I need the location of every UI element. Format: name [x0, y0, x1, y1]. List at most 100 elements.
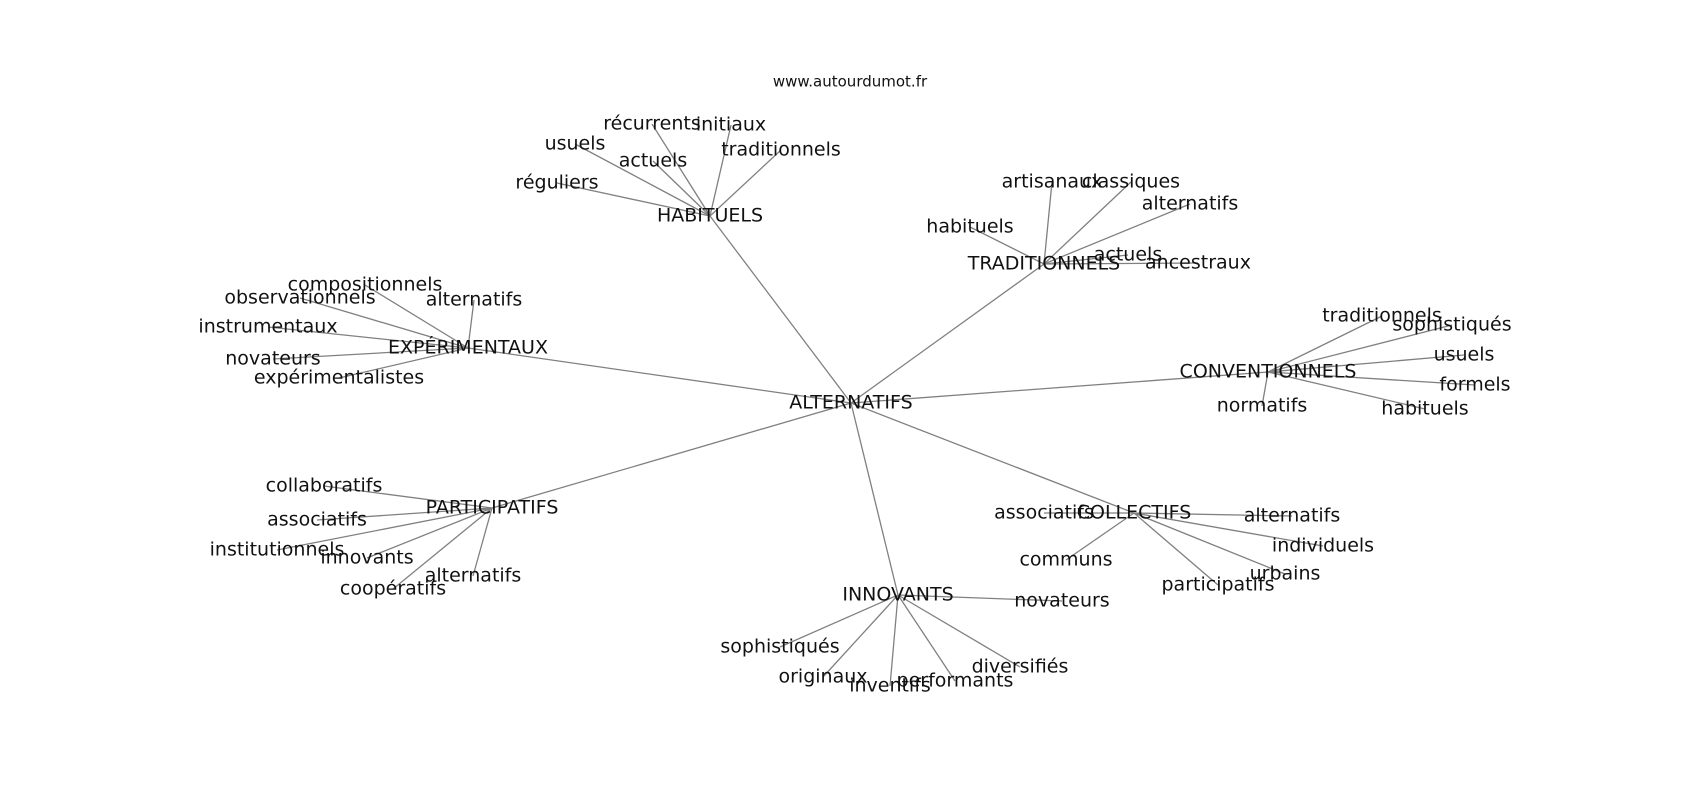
edge-hub-leaf	[1043, 181, 1132, 265]
leaf-node[interactable]: sophistiqués	[720, 636, 839, 658]
leaf-node[interactable]: diversifiés	[972, 656, 1069, 678]
leaf-node[interactable]: associatifs	[267, 509, 367, 531]
leaf-node[interactable]: inventifs	[849, 675, 931, 697]
edge-hub-leaf	[897, 594, 1063, 602]
center-node[interactable]: ALTERNATIFS	[789, 392, 912, 414]
hub-node[interactable]: EXPÉRIMENTAUX	[388, 336, 548, 359]
hub-node[interactable]: COLLECTIFS	[1077, 502, 1192, 524]
edge-hub-leaf	[1267, 324, 1453, 373]
leaf-node[interactable]: traditionnels	[721, 139, 841, 161]
leaf-node[interactable]: participatifs	[1162, 574, 1275, 596]
edge-hub-leaf	[1133, 512, 1219, 586]
edge-hub-leaf	[323, 485, 493, 509]
edge-hub-leaf	[1267, 315, 1383, 373]
leaf-node[interactable]: habituels	[1381, 398, 1468, 420]
leaf-node[interactable]: usuels	[545, 133, 606, 155]
leaf-node[interactable]: formels	[1439, 374, 1510, 396]
leaf-node[interactable]: novateurs	[1014, 590, 1109, 612]
leaf-node[interactable]: compositionnels	[288, 274, 443, 296]
edge-hub-leaf	[338, 347, 469, 379]
leaf-node[interactable]: récurrents	[603, 113, 701, 135]
leaf-node[interactable]: urbains	[1250, 563, 1321, 585]
leaf-node[interactable]: performants	[897, 670, 1014, 692]
leaf-node[interactable]: sophistiqués	[1392, 314, 1511, 336]
graph-labels: www.autourdumot.fr ALTERNATIFS HABITUELS r…	[198, 73, 1511, 697]
leaf-node[interactable]: ancestraux	[1145, 252, 1251, 274]
leaf-node[interactable]: innovants	[320, 547, 413, 569]
leaf-node[interactable]: originaux	[778, 666, 867, 688]
edge-hub-leaf	[276, 507, 493, 551]
leaf-node[interactable]: alternatifs	[426, 289, 523, 311]
leaf-node[interactable]: associatifs	[994, 502, 1094, 524]
edge-hub-leaf	[709, 149, 782, 217]
leaf-node[interactable]: expérimentalistes	[254, 367, 424, 389]
edge-center-hub	[491, 402, 852, 509]
edge-hub-leaf	[1065, 512, 1135, 561]
edge-hub-leaf	[1133, 512, 1293, 517]
edge-hub-leaf	[467, 299, 475, 349]
site-url[interactable]: www.autourdumot.fr	[773, 73, 928, 91]
leaf-node[interactable]: artisanaux	[1002, 171, 1103, 193]
leaf-node[interactable]: communs	[1019, 549, 1112, 571]
leaf-node[interactable]: instrumentaux	[198, 316, 337, 338]
edge-hub-leaf	[1267, 371, 1426, 410]
leaf-node[interactable]: actuels	[1094, 244, 1162, 266]
hub-node[interactable]: TRADITIONNELS	[967, 253, 1121, 275]
hub-node[interactable]: PARTICIPATIFS	[426, 497, 559, 519]
edge-hub-leaf	[316, 507, 493, 521]
edge-hub-leaf	[574, 143, 711, 217]
edge-center-hub	[850, 402, 1135, 514]
leaf-node[interactable]: normatifs	[1217, 395, 1308, 417]
leaf-node[interactable]: initiaux	[696, 114, 766, 136]
edge-hub-leaf	[267, 326, 469, 349]
edge-hub-leaf	[1267, 354, 1465, 373]
edge-hub-leaf	[1043, 254, 1129, 265]
edge-hub-leaf	[779, 594, 899, 648]
leaf-node[interactable]: réguliers	[515, 172, 598, 194]
edge-hub-leaf	[1043, 203, 1191, 265]
edge-hub-leaf	[472, 507, 493, 577]
edge-hub-leaf	[299, 297, 469, 349]
edge-hub-leaf	[889, 594, 899, 687]
edge-hub-leaf	[392, 507, 493, 590]
graph-edges	[267, 123, 1476, 687]
edge-hub-leaf	[897, 594, 956, 682]
leaf-node[interactable]: observationnels	[224, 287, 375, 309]
edge-hub-leaf	[709, 124, 732, 217]
edge-hub-leaf	[364, 284, 469, 349]
hub-node[interactable]: INNOVANTS	[842, 584, 953, 606]
leaf-node[interactable]: alternatifs	[425, 565, 522, 587]
edge-hub-leaf	[897, 594, 1021, 668]
edge-hub-leaf	[822, 594, 899, 678]
leaf-node[interactable]: individuels	[1272, 535, 1374, 557]
leaf-node[interactable]: actuels	[619, 150, 687, 172]
leaf-node[interactable]: alternatifs	[1142, 193, 1239, 215]
leaf-node[interactable]: usuels	[1434, 344, 1495, 366]
hub-node[interactable]: HABITUELS	[657, 205, 763, 227]
edge-center-hub	[850, 402, 899, 596]
leaf-node[interactable]: coopératifs	[340, 578, 446, 600]
edge-hub-leaf	[1261, 371, 1269, 407]
edge-center-hub	[467, 347, 852, 404]
leaf-node[interactable]: novateurs	[225, 348, 320, 370]
edge-center-hub	[709, 215, 852, 404]
edge-hub-leaf	[652, 160, 711, 217]
edge-hub-leaf	[1043, 262, 1199, 265]
leaf-node[interactable]: classiques	[1082, 171, 1180, 193]
edge-center-hub	[850, 263, 1045, 404]
leaf-node[interactable]: alternatifs	[1244, 505, 1341, 527]
hub-node[interactable]: CONVENTIONNELS	[1180, 361, 1357, 383]
edge-hub-leaf	[1133, 512, 1324, 547]
edge-hub-leaf	[1043, 181, 1053, 265]
leaf-node[interactable]: institutionnels	[210, 539, 345, 561]
edge-hub-leaf	[366, 507, 493, 559]
leaf-node[interactable]: traditionnels	[1322, 305, 1442, 327]
edge-hub-leaf	[1267, 371, 1476, 386]
edge-hub-leaf	[272, 347, 469, 360]
edge-hub-leaf	[556, 182, 711, 217]
leaf-node[interactable]: habituels	[926, 216, 1013, 238]
edge-hub-leaf	[1133, 512, 1286, 575]
edge-hub-leaf	[969, 226, 1045, 265]
leaf-node[interactable]: collaboratifs	[266, 475, 383, 497]
